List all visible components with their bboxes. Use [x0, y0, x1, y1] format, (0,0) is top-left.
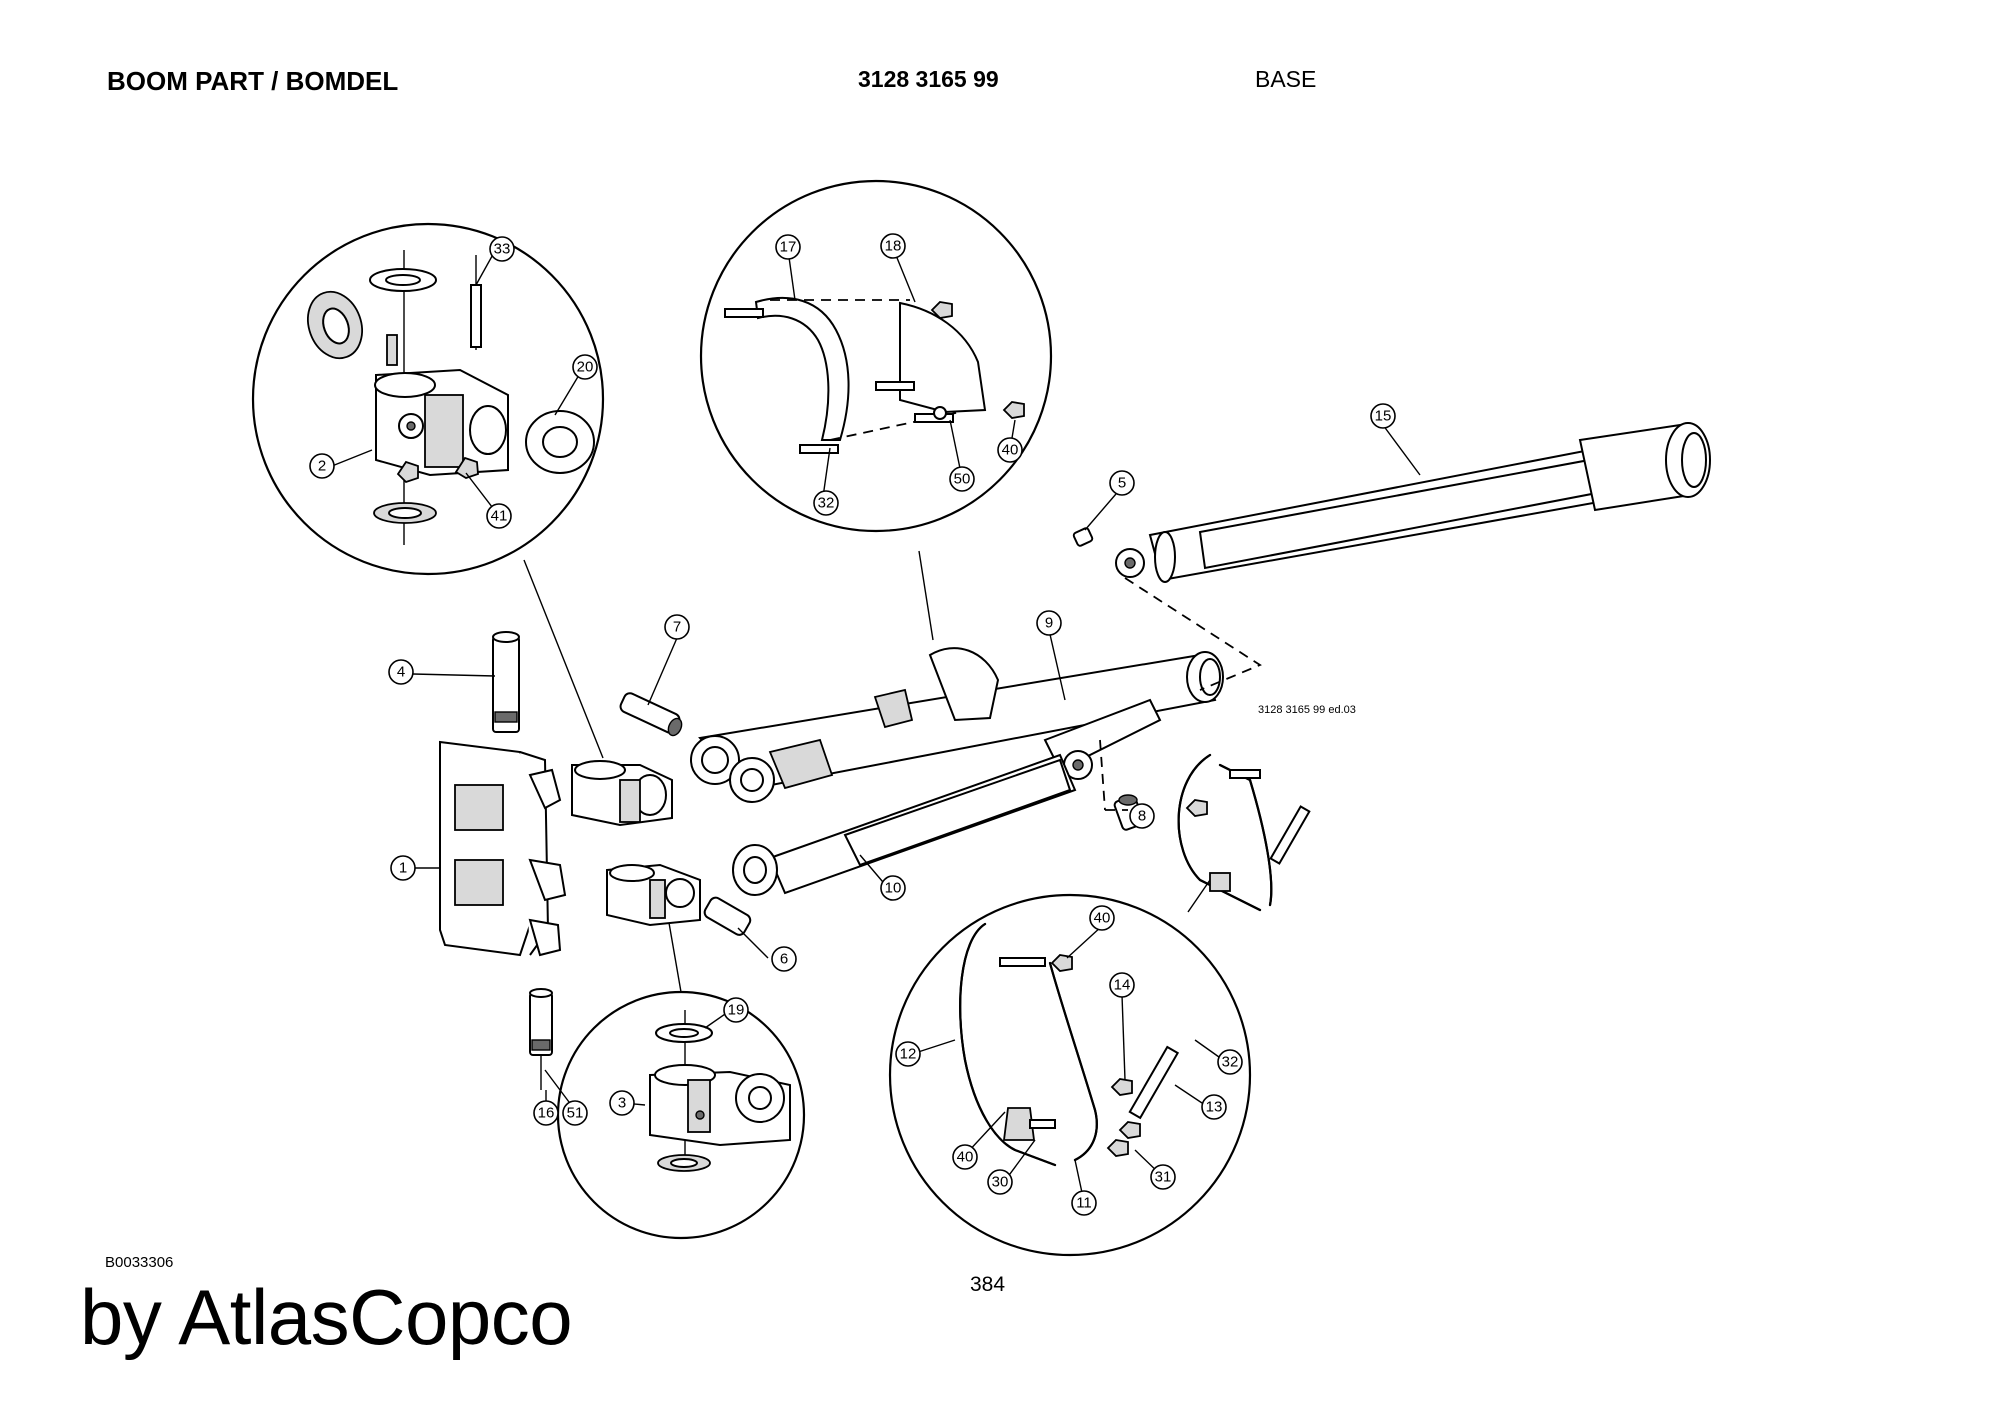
svg-text:30: 30 — [992, 1174, 1009, 1191]
page-title: BOOM PART / BOMDEL — [107, 66, 399, 96]
callout-31: 31 — [1150, 1164, 1176, 1190]
svg-text:32: 32 — [818, 495, 835, 512]
swivel-2 — [571, 760, 673, 827]
callout-10: 10 — [880, 875, 906, 901]
svg-text:40: 40 — [1094, 910, 1111, 927]
svg-text:10: 10 — [885, 880, 902, 897]
callout-50: 50 — [949, 466, 975, 492]
callout-6: 6 — [771, 946, 797, 972]
detail-circle-mount — [251, 222, 605, 576]
callout-9: 9 — [1036, 610, 1062, 636]
part-number: 3128 3165 99 — [858, 66, 999, 92]
pin-4 — [492, 631, 520, 733]
callout-bubbles: 33 20 2 41 17 18 32 50 40 15 5 4 7 9 1 8… — [309, 233, 1396, 1216]
callout-18: 18 — [880, 233, 906, 259]
callout-30: 30 — [987, 1169, 1013, 1195]
callout-15: 15 — [1370, 403, 1396, 429]
callout-19: 19 — [723, 997, 749, 1023]
callout-32a: 32 — [813, 490, 839, 516]
callout-41: 41 — [486, 503, 512, 529]
svg-text:32: 32 — [1222, 1054, 1239, 1071]
svg-text:40: 40 — [1002, 442, 1019, 459]
svg-text:12: 12 — [900, 1046, 917, 1063]
callout-32b: 32 — [1217, 1049, 1243, 1075]
svg-text:31: 31 — [1155, 1169, 1172, 1186]
svg-text:8: 8 — [1138, 808, 1146, 825]
callout-40c: 40 — [952, 1144, 978, 1170]
svg-text:5: 5 — [1118, 475, 1126, 492]
svg-text:33: 33 — [494, 241, 511, 258]
svg-text:16: 16 — [538, 1105, 555, 1122]
callout-33: 33 — [489, 236, 515, 262]
svg-text:18: 18 — [885, 238, 902, 255]
svg-text:50: 50 — [954, 471, 971, 488]
callout-2: 2 — [309, 453, 335, 479]
svg-text:14: 14 — [1114, 977, 1131, 994]
callout-40b: 40 — [1089, 905, 1115, 931]
drawing-reference: B0033306 — [105, 1254, 174, 1271]
callout-40a: 40 — [997, 437, 1023, 463]
svg-text:51: 51 — [567, 1105, 584, 1122]
svg-text:15: 15 — [1375, 408, 1392, 425]
guard-frame — [1177, 753, 1311, 912]
svg-text:6: 6 — [780, 951, 788, 968]
detail-circle-bow-guard — [888, 893, 1252, 1257]
callout-1: 1 — [390, 855, 416, 881]
callout-14: 14 — [1109, 972, 1135, 998]
cylinder-10 — [732, 753, 1077, 896]
svg-text:7: 7 — [673, 619, 681, 636]
bracket-detail-parts — [649, 1010, 791, 1172]
drawing-note: 3128 3165 99 ed.03 — [1258, 704, 1356, 716]
pin-6 — [703, 896, 752, 936]
mount-detail-parts — [307, 250, 595, 545]
base-plate — [439, 740, 567, 957]
detail-circle-plates — [699, 179, 1053, 533]
callout-51: 51 — [562, 1100, 588, 1126]
brand-watermark: by AtlasCopco — [80, 1273, 573, 1361]
svg-text:20: 20 — [577, 359, 594, 376]
svg-text:19: 19 — [728, 1002, 745, 1019]
callout-8: 8 — [1129, 803, 1155, 829]
bow-guard-detail-parts — [959, 922, 1180, 1167]
cylinder-15 — [1115, 422, 1711, 583]
callout-11: 11 — [1071, 1190, 1097, 1216]
svg-text:41: 41 — [491, 508, 508, 525]
svg-text:3: 3 — [618, 1095, 626, 1112]
plates-detail-parts — [724, 296, 1025, 454]
callout-13: 13 — [1201, 1094, 1227, 1120]
bolt-5 — [1072, 527, 1094, 547]
section-label: BASE — [1255, 66, 1317, 92]
callout-4: 4 — [388, 659, 414, 685]
pin-7 — [619, 692, 683, 737]
callout-16: 16 — [533, 1100, 559, 1126]
callout-5: 5 — [1109, 470, 1135, 496]
svg-text:17: 17 — [780, 239, 797, 256]
boom-arm-9 — [690, 647, 1224, 803]
callout-3: 3 — [609, 1090, 635, 1116]
page-number: 384 — [970, 1273, 1006, 1296]
svg-text:40: 40 — [957, 1149, 974, 1166]
svg-text:11: 11 — [1076, 1195, 1092, 1212]
bracket-3 — [606, 863, 701, 927]
callout-leaders — [331, 247, 1421, 1203]
callout-17: 17 — [775, 234, 801, 260]
svg-text:2: 2 — [318, 458, 326, 475]
callout-20: 20 — [572, 354, 598, 380]
pin-16 — [529, 988, 553, 1090]
svg-text:4: 4 — [397, 664, 405, 681]
svg-text:1: 1 — [399, 860, 407, 877]
callout-7: 7 — [664, 614, 690, 640]
callout-12: 12 — [895, 1041, 921, 1067]
svg-text:13: 13 — [1206, 1099, 1223, 1116]
svg-text:9: 9 — [1045, 615, 1053, 632]
